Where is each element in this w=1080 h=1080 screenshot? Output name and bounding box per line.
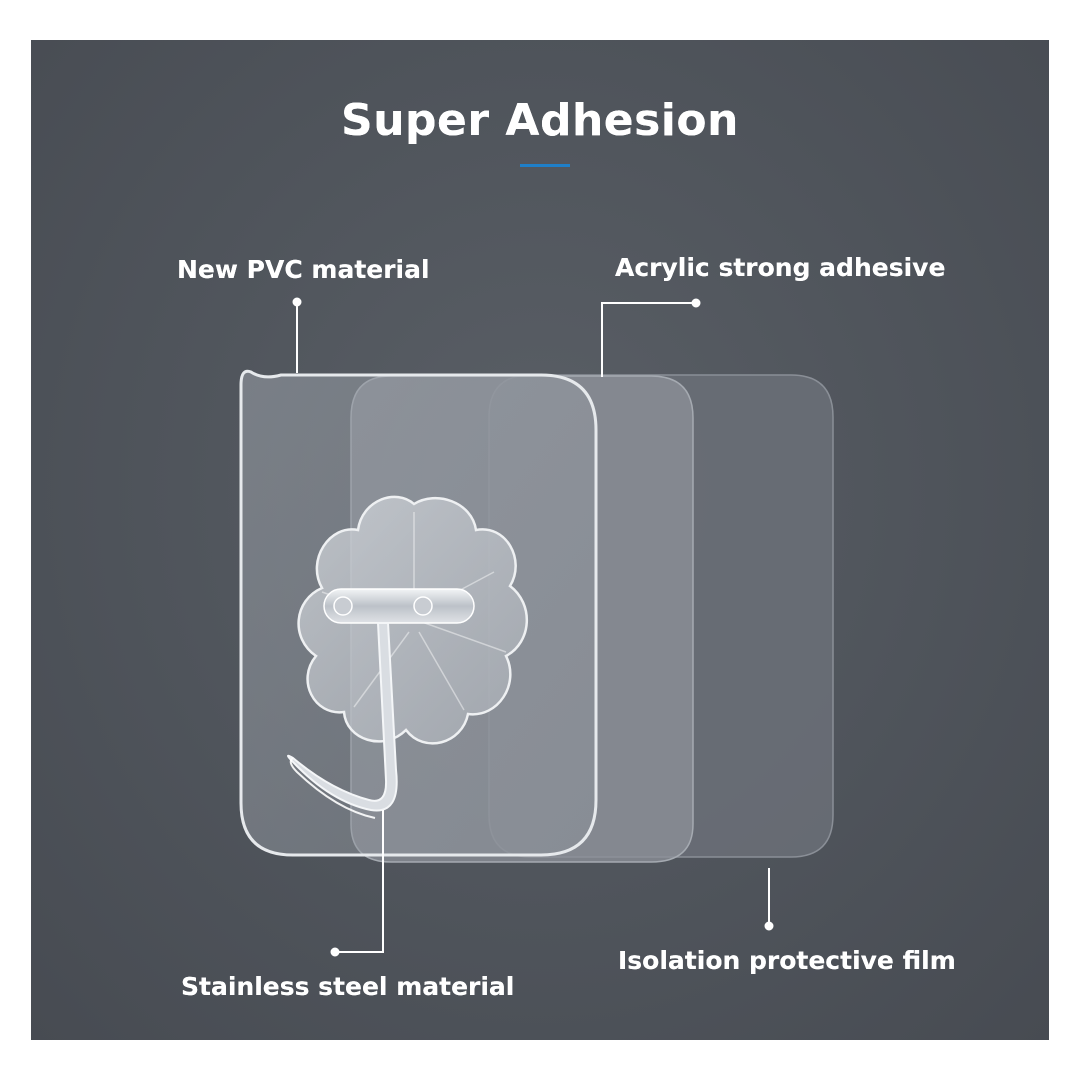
callout-acrylic bbox=[601, 298, 701, 377]
label-pvc-material-overlay: New PVC material bbox=[177, 255, 430, 284]
hook-crossbar bbox=[323, 588, 475, 624]
stainless-steel-hook bbox=[287, 622, 398, 819]
title-accent-underline-overlay bbox=[520, 164, 570, 167]
label-acrylic-adhesive-overlay: Acrylic strong adhesive bbox=[615, 253, 946, 282]
callout-film bbox=[764, 868, 774, 931]
callout-pvc bbox=[292, 297, 302, 373]
label-acrylic-adhesive: Acrylic strong adhesive bbox=[615, 253, 946, 282]
label-protective-film-overlay: Isolation protective film bbox=[618, 946, 956, 975]
page-title-overlay: Super Adhesion bbox=[341, 95, 739, 146]
label-stainless-steel-overlay: Stainless steel material bbox=[181, 972, 515, 1001]
label-protective-film: Isolation protective film bbox=[618, 946, 956, 975]
label-pvc-material: New PVC material bbox=[177, 255, 430, 284]
label-stainless-steel: Stainless steel material bbox=[181, 972, 515, 1001]
adhesive-hook-illustration bbox=[239, 297, 834, 957]
callout-steel bbox=[330, 810, 384, 957]
page-title: Super Adhesion bbox=[341, 95, 739, 146]
product-infographic-panel: Super Adhesion New PVC material Acrylic … bbox=[31, 40, 1049, 1040]
